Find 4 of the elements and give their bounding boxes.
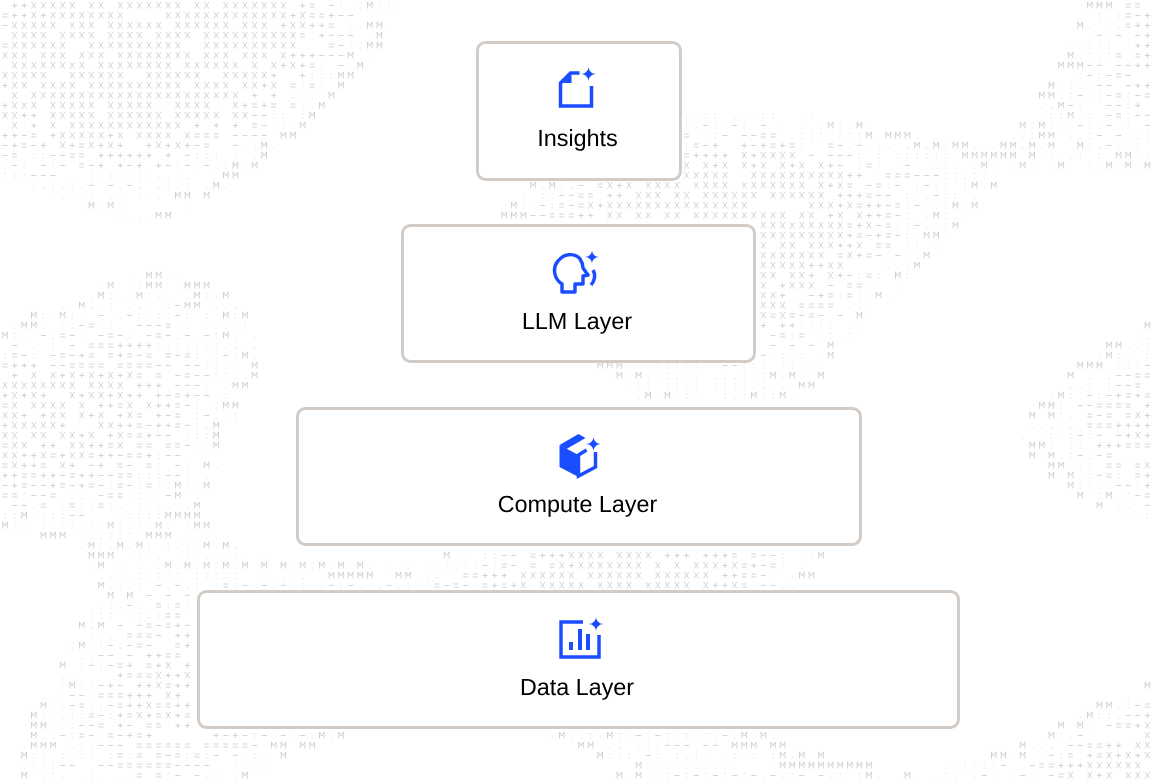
- layer-box: Compute Layer: [296, 407, 862, 546]
- layer-box: LLM Layer: [401, 224, 756, 363]
- layer-box: Data Layer: [197, 590, 960, 729]
- layer-box: Insights: [476, 41, 682, 181]
